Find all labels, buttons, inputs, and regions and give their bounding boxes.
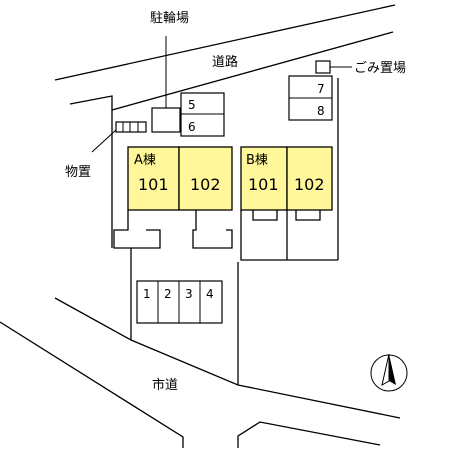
building-a: A棟 101 102: [113, 146, 233, 249]
building-b-yard-outline: [240, 210, 338, 261]
city-road-upper-edge: [54, 297, 401, 419]
building-a-unit-101: [127, 146, 180, 211]
parking-right: 7 8: [288, 75, 333, 121]
garbage-label: ごみ置場: [354, 60, 406, 76]
road-lower-edge: [69, 31, 394, 111]
building-b-porch-102: [295, 210, 321, 221]
road-label: 道路: [212, 54, 238, 70]
storage-frame: [115, 121, 147, 133]
garbage-area-box: [315, 60, 331, 74]
building-b-name: B棟: [246, 153, 268, 168]
building-b-unit-101-label: 101: [248, 175, 279, 194]
building-b-unit-102: [286, 146, 333, 211]
parking-space-3: 3: [185, 287, 193, 301]
building-b-unit-101: [240, 146, 288, 211]
parking-space-8: 8: [317, 104, 325, 118]
parking-space-2: 2: [164, 287, 172, 301]
building-a-porch-102: [192, 210, 233, 249]
bicycle-parking-box: [151, 107, 181, 133]
building-b-unit-102-label: 102: [294, 175, 325, 194]
parking-space-1: 1: [143, 287, 151, 301]
building-b-porch-101: [252, 210, 278, 221]
building-b: B棟 101 102: [240, 146, 338, 261]
storage-label: 物置: [65, 165, 91, 180]
storage-leader: [91, 129, 117, 153]
building-a-unit-102: [178, 146, 233, 211]
building-a-unit-102-label: 102: [190, 175, 221, 194]
parking-space-4: 4: [206, 287, 214, 301]
parking-space-5: 5: [188, 98, 196, 112]
storage-box: [115, 121, 147, 133]
parking-top: 5 6: [180, 92, 225, 137]
building-a-name: A棟: [134, 153, 156, 168]
parking-space-7: 7: [317, 82, 325, 96]
road-upper-edge: [54, 4, 396, 81]
parking-space-6: 6: [188, 120, 196, 134]
city-road-label: 市道: [152, 377, 178, 393]
parking-bottom: 1 2 3 4: [136, 280, 223, 324]
city-road-lower-edge: [0, 321, 184, 448]
bicycle-parking-label: 駐輪場: [150, 10, 189, 26]
building-a-unit-101-label: 101: [138, 175, 169, 194]
north-arrow-icon: [370, 353, 408, 392]
building-a-porch-101: [113, 210, 161, 249]
city-road-lower-right-edge: [237, 421, 381, 448]
